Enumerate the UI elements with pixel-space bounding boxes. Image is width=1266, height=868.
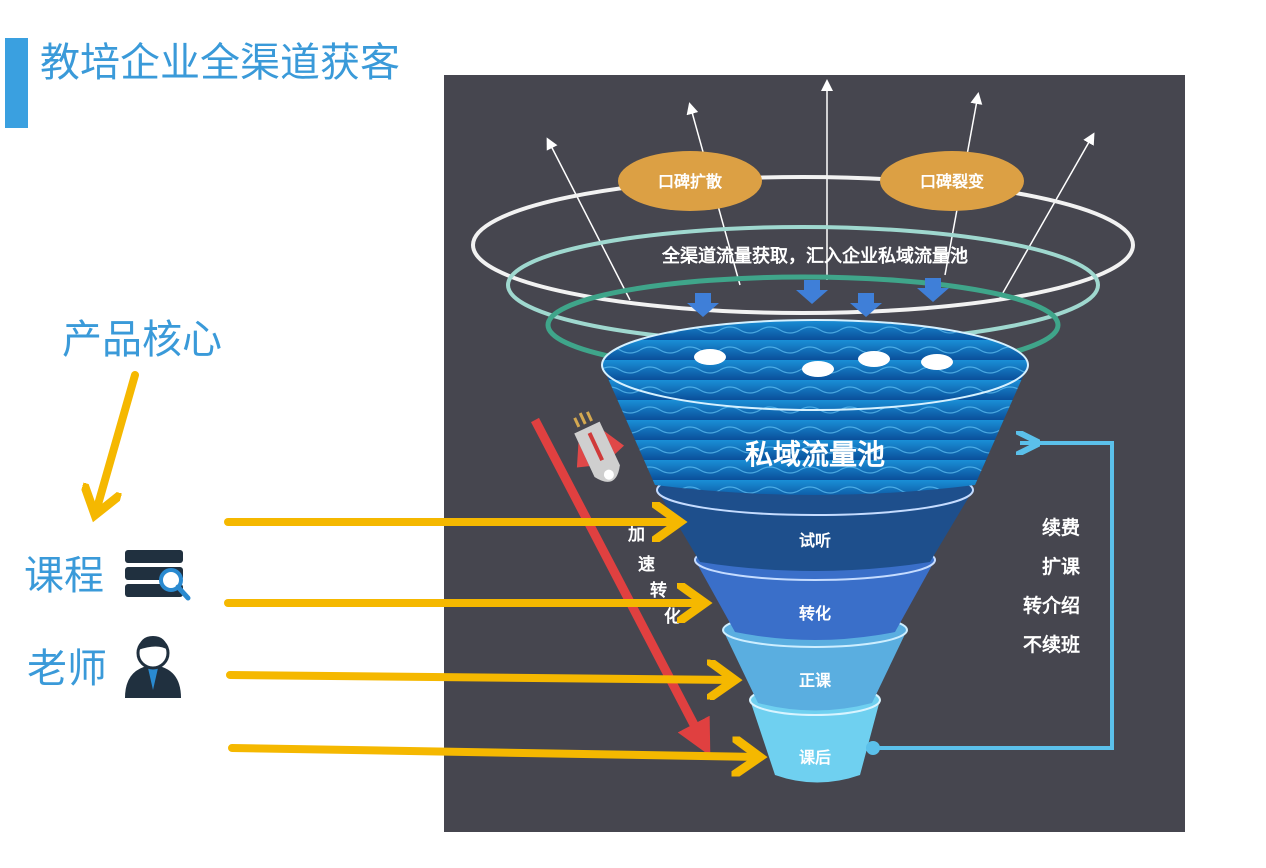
stage-formal-class-label: 正课 bbox=[799, 671, 832, 690]
accelerate-char: 转 bbox=[650, 580, 667, 601]
no-renewal-label: 不续班 bbox=[1023, 633, 1080, 656]
accelerate-char: 加 bbox=[627, 525, 645, 545]
course-label: 课程 bbox=[24, 553, 104, 599]
stage-trial-label: 试听 bbox=[799, 531, 831, 550]
retention-loop bbox=[866, 443, 1114, 755]
accelerate-text: 加 速 转 化 bbox=[627, 525, 681, 627]
title-accent-bar bbox=[5, 38, 28, 128]
teacher-label: 老师 bbox=[27, 646, 107, 692]
stage-after-class: 课后 bbox=[749, 684, 881, 783]
private-traffic-pool: 私域流量池 bbox=[601, 319, 1029, 495]
inflow-down-arrows bbox=[687, 278, 949, 317]
word-of-mouth-spread-text: 口碑扩散 bbox=[658, 172, 723, 191]
pool-label: 私域流量池 bbox=[745, 438, 885, 471]
course-server-search-icon bbox=[125, 550, 191, 601]
accelerate-arrow bbox=[531, 417, 711, 756]
teacher-person-icon bbox=[125, 636, 181, 698]
word-of-mouth-fission-text: 口碑裂变 bbox=[920, 172, 984, 191]
accelerate-char: 速 bbox=[638, 554, 655, 575]
retention-labels: 续费 扩课 转介绍 不续班 bbox=[1023, 516, 1081, 656]
expand-course-label: 扩课 bbox=[1042, 556, 1081, 578]
inflow-caption: 全渠道流量获取，汇入企业私域流量池 bbox=[661, 245, 968, 267]
input-arrows bbox=[95, 371, 760, 757]
referral-label: 转介绍 bbox=[1023, 594, 1080, 617]
product-core-label: 产品核心 bbox=[62, 317, 222, 363]
rocket-icon bbox=[573, 411, 625, 482]
page-title: 教培企业全渠道获客 bbox=[40, 40, 400, 86]
stage-after-class-label: 课后 bbox=[799, 748, 831, 767]
renewal-label: 续费 bbox=[1042, 516, 1080, 539]
outer-ring bbox=[471, 175, 1135, 315]
word-of-mouth-fission-badge: 口碑裂变 bbox=[880, 151, 1024, 211]
stage-conversion-label: 转化 bbox=[799, 604, 831, 623]
word-of-mouth-spread-badge: 口碑扩散 bbox=[618, 151, 762, 211]
accelerate-char: 化 bbox=[664, 606, 681, 627]
